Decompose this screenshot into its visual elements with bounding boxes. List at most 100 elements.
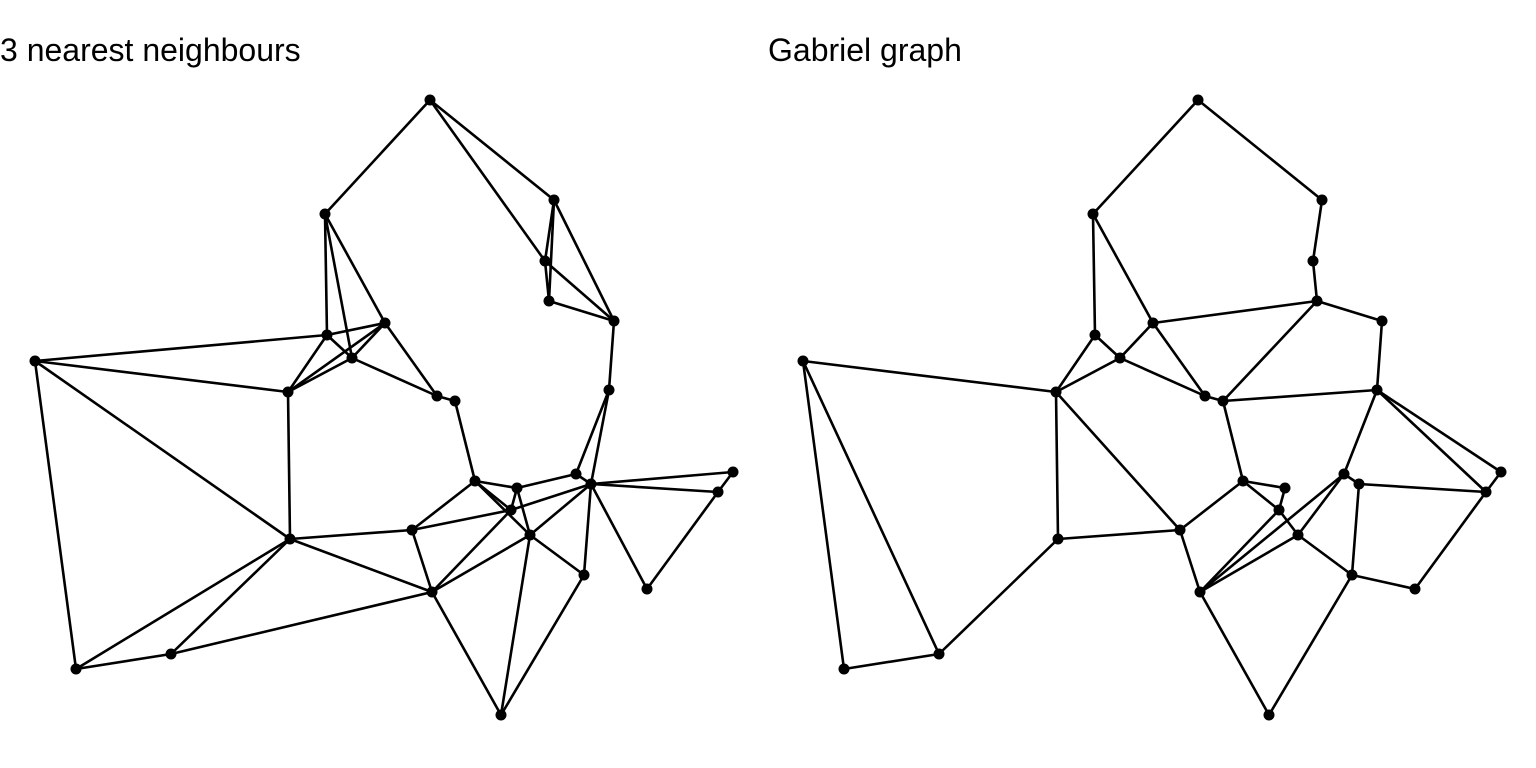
knn-node (426, 586, 438, 598)
knn-edge (589, 470, 735, 486)
knn-edge (33, 359, 78, 671)
knn-edge (325, 321, 387, 337)
gabriel-edge (842, 652, 941, 671)
gabriel-node (1114, 352, 1126, 364)
knn-edge (430, 533, 532, 594)
gabriel-edge (1296, 533, 1354, 577)
gabriel-node (1050, 386, 1062, 398)
knn-edge (547, 299, 616, 323)
knn-edge (33, 333, 329, 363)
gabriel-edge (1056, 528, 1182, 541)
gabriel-node (1376, 315, 1388, 327)
knn-node (524, 529, 536, 541)
gabriel-edge (1413, 490, 1488, 591)
gabriel-node (1089, 329, 1101, 341)
knn-edge (286, 356, 354, 394)
panel-title-gabriel: Gabriel graph (768, 32, 962, 68)
gabriel-edge (1198, 508, 1281, 594)
gabriel-edge (1198, 533, 1300, 594)
gabriel-graph (797, 94, 1507, 721)
knn-edge (323, 212, 354, 360)
knn-node (505, 504, 517, 516)
gabriel-edge (1091, 212, 1097, 337)
gabriel-edge (1375, 319, 1384, 392)
gabriel-edge (1054, 333, 1097, 394)
knn-edge (323, 212, 387, 325)
knn-node (449, 395, 461, 407)
gabriel-node (1292, 529, 1304, 541)
knn-edge (74, 537, 292, 671)
knn-node (543, 295, 555, 307)
knn-edge (325, 333, 354, 360)
gabriel-edge (1054, 390, 1060, 541)
knn-edge (589, 388, 611, 486)
gabriel-node (1217, 395, 1229, 407)
knn-edge (473, 479, 519, 490)
knn-edge (33, 359, 292, 541)
gabriel-edge (1221, 299, 1319, 403)
gabriel-edge (1357, 482, 1488, 494)
gabriel-node (1174, 524, 1186, 536)
gabriel-node (1237, 475, 1249, 487)
knn-node (585, 478, 597, 490)
gabriel-edge (1118, 356, 1207, 398)
gabriel-edge (1091, 98, 1200, 216)
knn-node (70, 663, 82, 675)
knn-edge (430, 590, 503, 717)
gabriel-edge (1296, 472, 1346, 537)
knn-edge (410, 479, 477, 532)
knn-edge (515, 472, 578, 490)
gabriel-edge (1093, 333, 1122, 360)
gabriel-node (1263, 709, 1275, 721)
gabriel-edge (1198, 472, 1346, 594)
knn-edge (607, 319, 616, 392)
gabriel-edge (1196, 98, 1324, 202)
knn-edge (528, 533, 586, 577)
gabriel-node (1409, 583, 1421, 595)
knn-node (321, 329, 333, 341)
knn-node (641, 583, 653, 595)
gabriel-edge (1311, 259, 1319, 303)
knn-node (431, 390, 443, 402)
gabriel-edge (1054, 356, 1122, 394)
knn-node (165, 648, 177, 660)
gabriel-node (838, 663, 850, 675)
gabriel-edge (1118, 321, 1155, 360)
knn-edge (574, 388, 611, 476)
knn-edge (350, 356, 439, 398)
knn-edge (515, 486, 532, 537)
knn-edge (589, 482, 649, 591)
gabriel-node (1338, 468, 1350, 480)
knn-edge (499, 573, 586, 717)
gabriel-node (1495, 466, 1507, 478)
knn-node (424, 94, 436, 106)
gabriel-node (1273, 504, 1285, 516)
gabriel-edge (1342, 388, 1379, 476)
knn-edge (74, 652, 173, 671)
knn-node (495, 709, 507, 721)
gabriel-edge (1221, 399, 1245, 483)
gabriel-edge (1151, 321, 1207, 398)
knn-edge (288, 528, 414, 541)
knn-node (284, 533, 296, 545)
knn-edge (169, 537, 292, 656)
knn-node (712, 486, 724, 498)
gabriel-node (1052, 533, 1064, 545)
knn-node (548, 194, 560, 206)
gabriel-node (1199, 390, 1211, 402)
knn-edge (582, 482, 593, 577)
knn-node (608, 315, 620, 327)
gabriel-node (1316, 194, 1328, 206)
gabriel-node (1353, 478, 1365, 490)
gabriel-edge (801, 359, 1058, 394)
gabriel-edge (1311, 198, 1324, 263)
panel-title-knn: 3 nearest neighbours (0, 32, 301, 68)
gabriel-edge (801, 359, 941, 656)
knn-panel: 3 nearest neighbours (0, 32, 739, 721)
gabriel-node (1311, 295, 1323, 307)
knn-edge (543, 259, 616, 323)
knn-edge (169, 590, 434, 656)
gabriel-edge (937, 537, 1060, 656)
knn-node (603, 384, 615, 396)
gabriel-edge (1221, 388, 1379, 403)
